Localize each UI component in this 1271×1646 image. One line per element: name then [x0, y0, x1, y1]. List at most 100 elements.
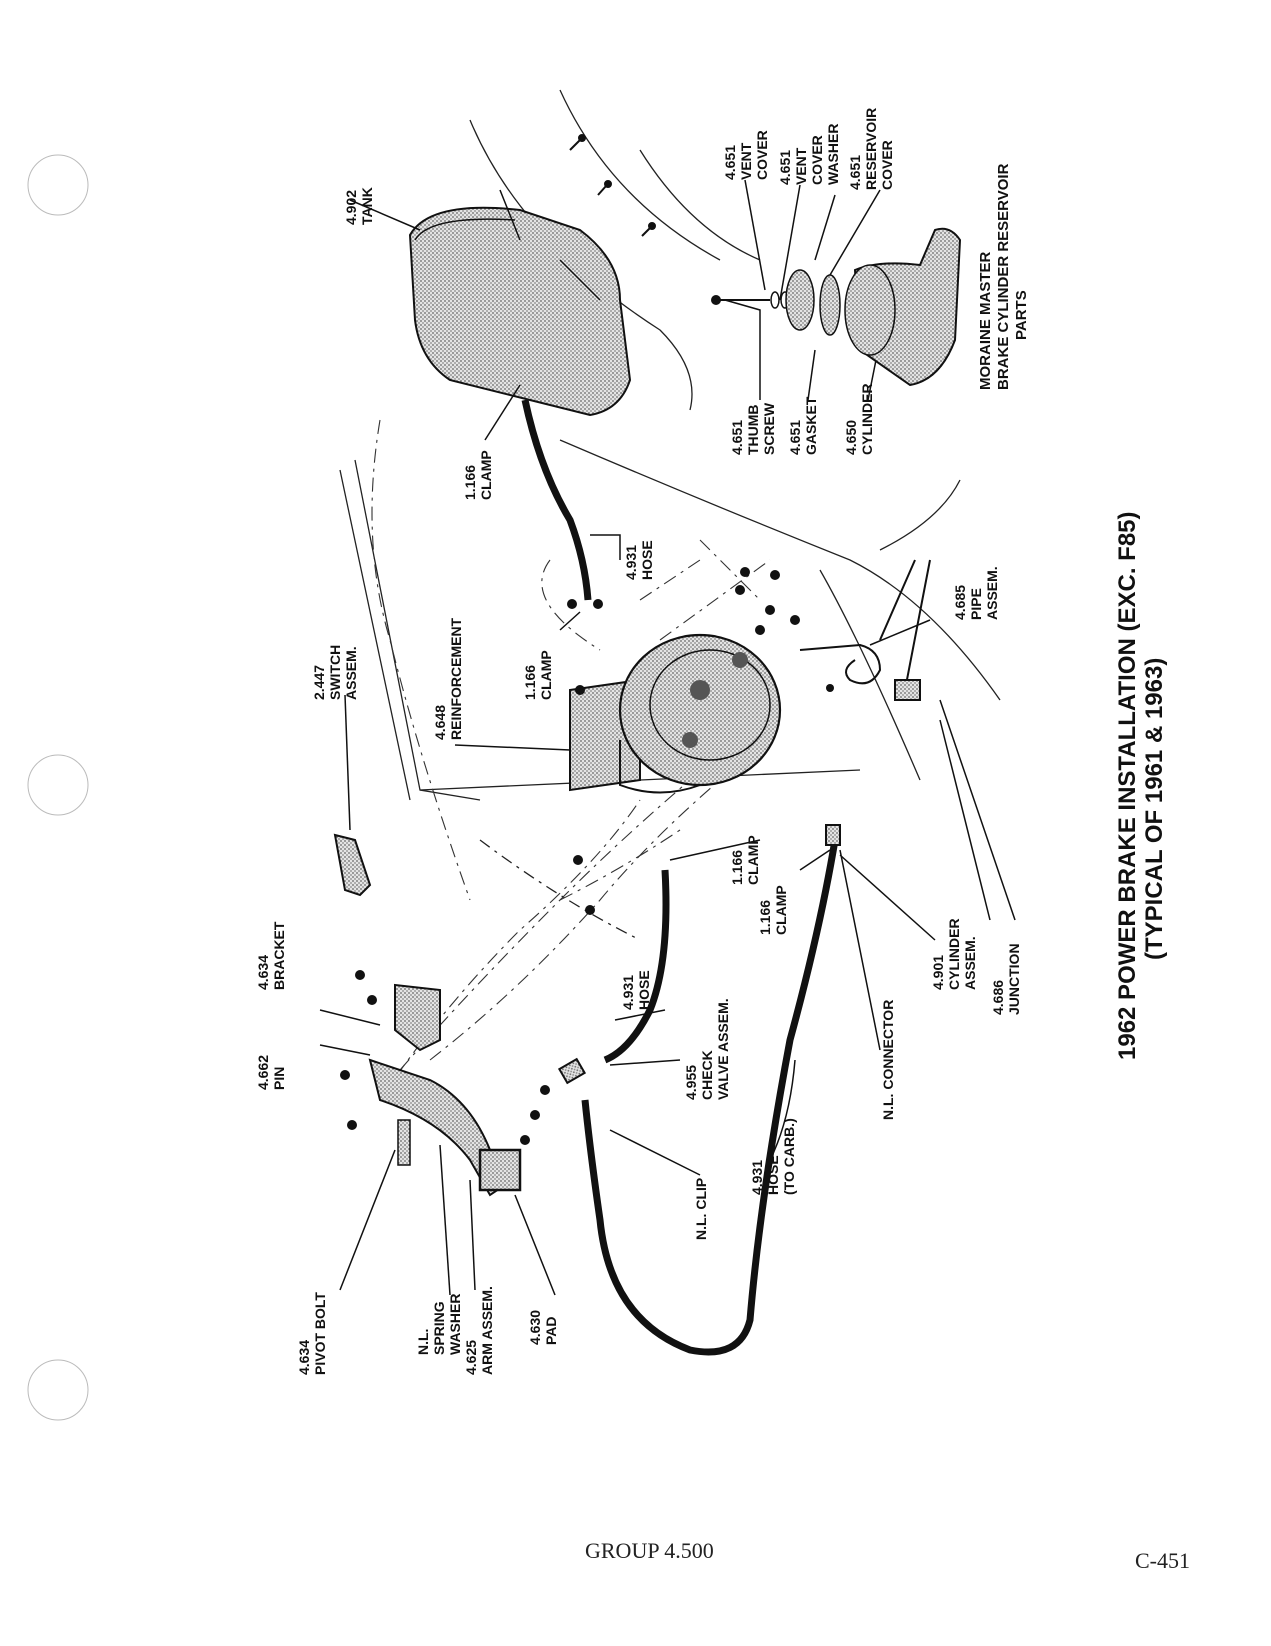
callout-thumb-screw: 4.651 THUMB SCREW — [729, 402, 777, 455]
vacuum-tank — [408, 189, 632, 417]
svg-text:4.902: 4.902 — [343, 190, 359, 225]
callout-hose-upper: 4.931 HOSE — [623, 540, 655, 580]
leader-lines — [319, 179, 1016, 1296]
callout-gasket: 4.651 GASKET — [787, 396, 819, 455]
svg-text:PIPE: PIPE — [968, 588, 984, 620]
callout-tank: 4.902 TANK — [343, 187, 375, 225]
callout-vent-cover-washer: 4.651 VENT COVER WASHER — [777, 124, 841, 185]
svg-text:4.625: 4.625 — [463, 1340, 479, 1375]
svg-text:1.166: 1.166 — [729, 850, 745, 885]
svg-text:COVER: COVER — [754, 130, 770, 180]
callout-pad: 4.630 PAD — [527, 1310, 559, 1345]
svg-text:RESERVOIR: RESERVOIR — [863, 108, 879, 190]
svg-text:ARM ASSEM.: ARM ASSEM. — [479, 1286, 495, 1375]
svg-text:4.685: 4.685 — [952, 585, 968, 620]
svg-text:4.651: 4.651 — [847, 155, 863, 190]
reservoir-inset — [711, 227, 962, 387]
tank-screws — [569, 134, 656, 237]
svg-text:REINFORCEMENT: REINFORCEMENT — [448, 617, 464, 740]
callout-spring-washer: N.L. SPRING WASHER — [415, 1294, 463, 1355]
svg-text:4.931: 4.931 — [623, 545, 639, 580]
svg-text:4.662: 4.662 — [255, 1055, 271, 1090]
svg-text:GASKET: GASKET — [803, 396, 819, 455]
svg-text:BRACKET: BRACKET — [271, 921, 287, 990]
svg-text:1962 POWER BRAKE INSTALLATION: 1962 POWER BRAKE INSTALLATION (EXC. F85) — [1114, 511, 1141, 1060]
callout-clamp-tank: 1.166 CLAMP — [462, 450, 494, 500]
diagram-title: 1962 POWER BRAKE INSTALLATION (EXC. F85)… — [1114, 511, 1168, 1060]
svg-text:VALVE ASSEM.: VALVE ASSEM. — [715, 998, 731, 1100]
svg-text:(TO CARB.): (TO CARB.) — [781, 1118, 797, 1195]
svg-text:4.650: 4.650 — [843, 420, 859, 455]
callout-clamp-low: 1.166 CLAMP — [757, 885, 789, 935]
check-valve — [557, 824, 841, 1085]
callout-cylinder-assem: 4.901 CYLINDER ASSEM. — [930, 918, 978, 990]
inset-title: MORAINE MASTER BRAKE CYLINDER RESERVOIR … — [977, 163, 1030, 390]
svg-text:CYLINDER: CYLINDER — [859, 383, 875, 455]
svg-text:BRAKE CYLINDER RESERVOIR: BRAKE CYLINDER RESERVOIR — [995, 163, 1012, 390]
svg-text:PIN: PIN — [271, 1067, 287, 1090]
svg-text:4.901: 4.901 — [930, 955, 946, 990]
callout-clamp-upper: 1.166 CLAMP — [522, 650, 554, 700]
callout-arm-assem: 4.625 ARM ASSEM. — [463, 1286, 495, 1375]
svg-text:PARTS: PARTS — [1013, 290, 1030, 340]
svg-text:1.166: 1.166 — [757, 900, 773, 935]
svg-text:PAD: PAD — [543, 1316, 559, 1345]
svg-text:CLAMP: CLAMP — [478, 450, 494, 500]
svg-text:CLAMP: CLAMP — [745, 835, 761, 885]
svg-text:TANK: TANK — [359, 187, 375, 225]
svg-text:CLAMP: CLAMP — [538, 650, 554, 700]
footer-page-number: C-451 — [1135, 1548, 1190, 1573]
svg-text:VENT: VENT — [793, 147, 809, 185]
svg-text:WASHER: WASHER — [447, 1294, 463, 1355]
svg-text:PIVOT BOLT: PIVOT BOLT — [312, 1292, 328, 1375]
svg-text:4.651: 4.651 — [722, 145, 738, 180]
footer-group-label: GROUP 4.500 — [585, 1538, 714, 1563]
callout-vent-cover: 4.651 VENT COVER — [722, 130, 770, 180]
svg-text:(TYPICAL OF 1961 & 1963): (TYPICAL OF 1961 & 1963) — [1141, 658, 1168, 960]
callout-bracket: 4.634 BRACKET — [255, 921, 287, 990]
power-cylinder — [569, 633, 782, 794]
hose-mid — [603, 869, 670, 1064]
svg-text:ASSEM.: ASSEM. — [962, 936, 978, 990]
svg-text:4.955: 4.955 — [683, 1065, 699, 1100]
callout-switch: 2.447 SWITCH ASSEM. — [311, 645, 359, 700]
svg-text:HOSE: HOSE — [639, 540, 655, 580]
callout-pin: 4.662 PIN — [255, 1055, 287, 1090]
callout-check-valve: 4.955 CHECK VALVE ASSEM. — [683, 998, 731, 1100]
svg-text:COVER: COVER — [879, 140, 895, 190]
svg-text:THUMB: THUMB — [745, 404, 761, 455]
pipe-assembly — [799, 559, 931, 701]
switch-assembly — [333, 833, 372, 897]
callout-pivot-bolt: 4.634 PIVOT BOLT — [296, 1292, 328, 1375]
svg-text:VENT: VENT — [738, 142, 754, 180]
callout-clamp-mid: 1.166 CLAMP — [729, 835, 761, 885]
callout-hose-mid: 4.931 HOSE — [620, 970, 652, 1010]
svg-text:MORAINE MASTER: MORAINE MASTER — [977, 252, 994, 391]
svg-text:1.166: 1.166 — [522, 665, 538, 700]
svg-text:ASSEM.: ASSEM. — [343, 646, 359, 700]
svg-text:JUNCTION: JUNCTION — [1006, 943, 1022, 1015]
svg-text:WASHER: WASHER — [825, 124, 841, 185]
svg-text:4.651: 4.651 — [729, 420, 745, 455]
svg-text:4.634: 4.634 — [255, 955, 271, 990]
svg-text:4.931: 4.931 — [749, 1160, 765, 1195]
hose-carb — [581, 839, 839, 1356]
binder-holes — [27, 154, 89, 1421]
svg-text:SWITCH: SWITCH — [327, 645, 343, 700]
callout-reservoir-cover: 4.651 RESERVOIR COVER — [847, 108, 895, 190]
svg-text:CLAMP: CLAMP — [773, 885, 789, 935]
callout-hose-carb: 4.931 HOSE (TO CARB.) — [749, 1118, 797, 1195]
svg-text:4.634: 4.634 — [296, 1340, 312, 1375]
svg-text:1.166: 1.166 — [462, 465, 478, 500]
svg-text:COVER: COVER — [809, 135, 825, 185]
svg-text:2.447: 2.447 — [311, 665, 327, 700]
svg-text:4.648: 4.648 — [432, 705, 448, 740]
svg-text:HOSE: HOSE — [765, 1155, 781, 1195]
pedal-bracket-arm — [368, 983, 522, 1197]
svg-text:N.L.: N.L. — [415, 1329, 431, 1355]
svg-text:4.630: 4.630 — [527, 1310, 543, 1345]
svg-text:CYLINDER: CYLINDER — [946, 918, 962, 990]
svg-text:HOSE: HOSE — [636, 970, 652, 1010]
svg-text:ASSEM.: ASSEM. — [984, 566, 1000, 620]
